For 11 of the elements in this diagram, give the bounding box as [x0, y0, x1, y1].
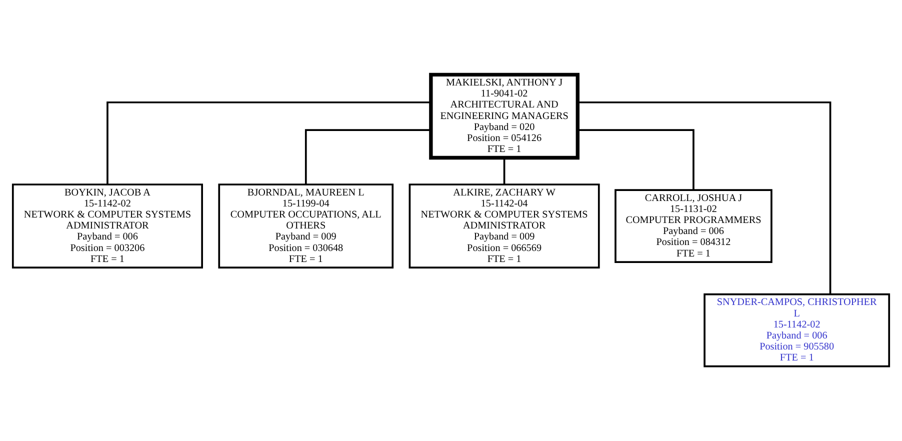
connector: [106, 101, 431, 184]
node-box: ALKIRE, ZACHARY W 15-1142-04 NETWORK & COMPUTER SYSTEMS ADMINISTRATOR Payband = 009 Position = 066569 FTE = 1: [408, 184, 600, 268]
node-box: BJORNDAL, MAUREEN L 15-1199-04 COMPUTER OCCUPATIONS, ALL OTHERS Payband = 009 Position = 030648 FTE = 1: [218, 184, 394, 268]
connector: [578, 129, 694, 190]
connector: [578, 101, 832, 294]
node-box: SNYDER-CAMPOS, CHRISTOPHER L 15-1142-02 Payband = 006 Position = 905580 FTE = 1: [704, 293, 890, 368]
node-box: CARROLL, JOSHUA J 15-1131-02 COMPUTER PROGRAMMERS Payband = 006 Position = 084312 FTE = 1: [614, 189, 772, 263]
node-box: MAKIELSKI, ANTHONY J 11-9041-02 ARCHITECTURAL AND ENGINEERING MANAGERS Payband = 020 Position = 054126 FTE = 1: [429, 72, 580, 160]
connector: [304, 129, 431, 184]
node-box: BOYKIN, JACOB A 15-1142-02 NETWORK & COMPUTER SYSTEMS ADMINISTRATOR Payband = 006 Position = 003206 FTE = 1: [12, 184, 203, 268]
connector: [503, 158, 506, 184]
